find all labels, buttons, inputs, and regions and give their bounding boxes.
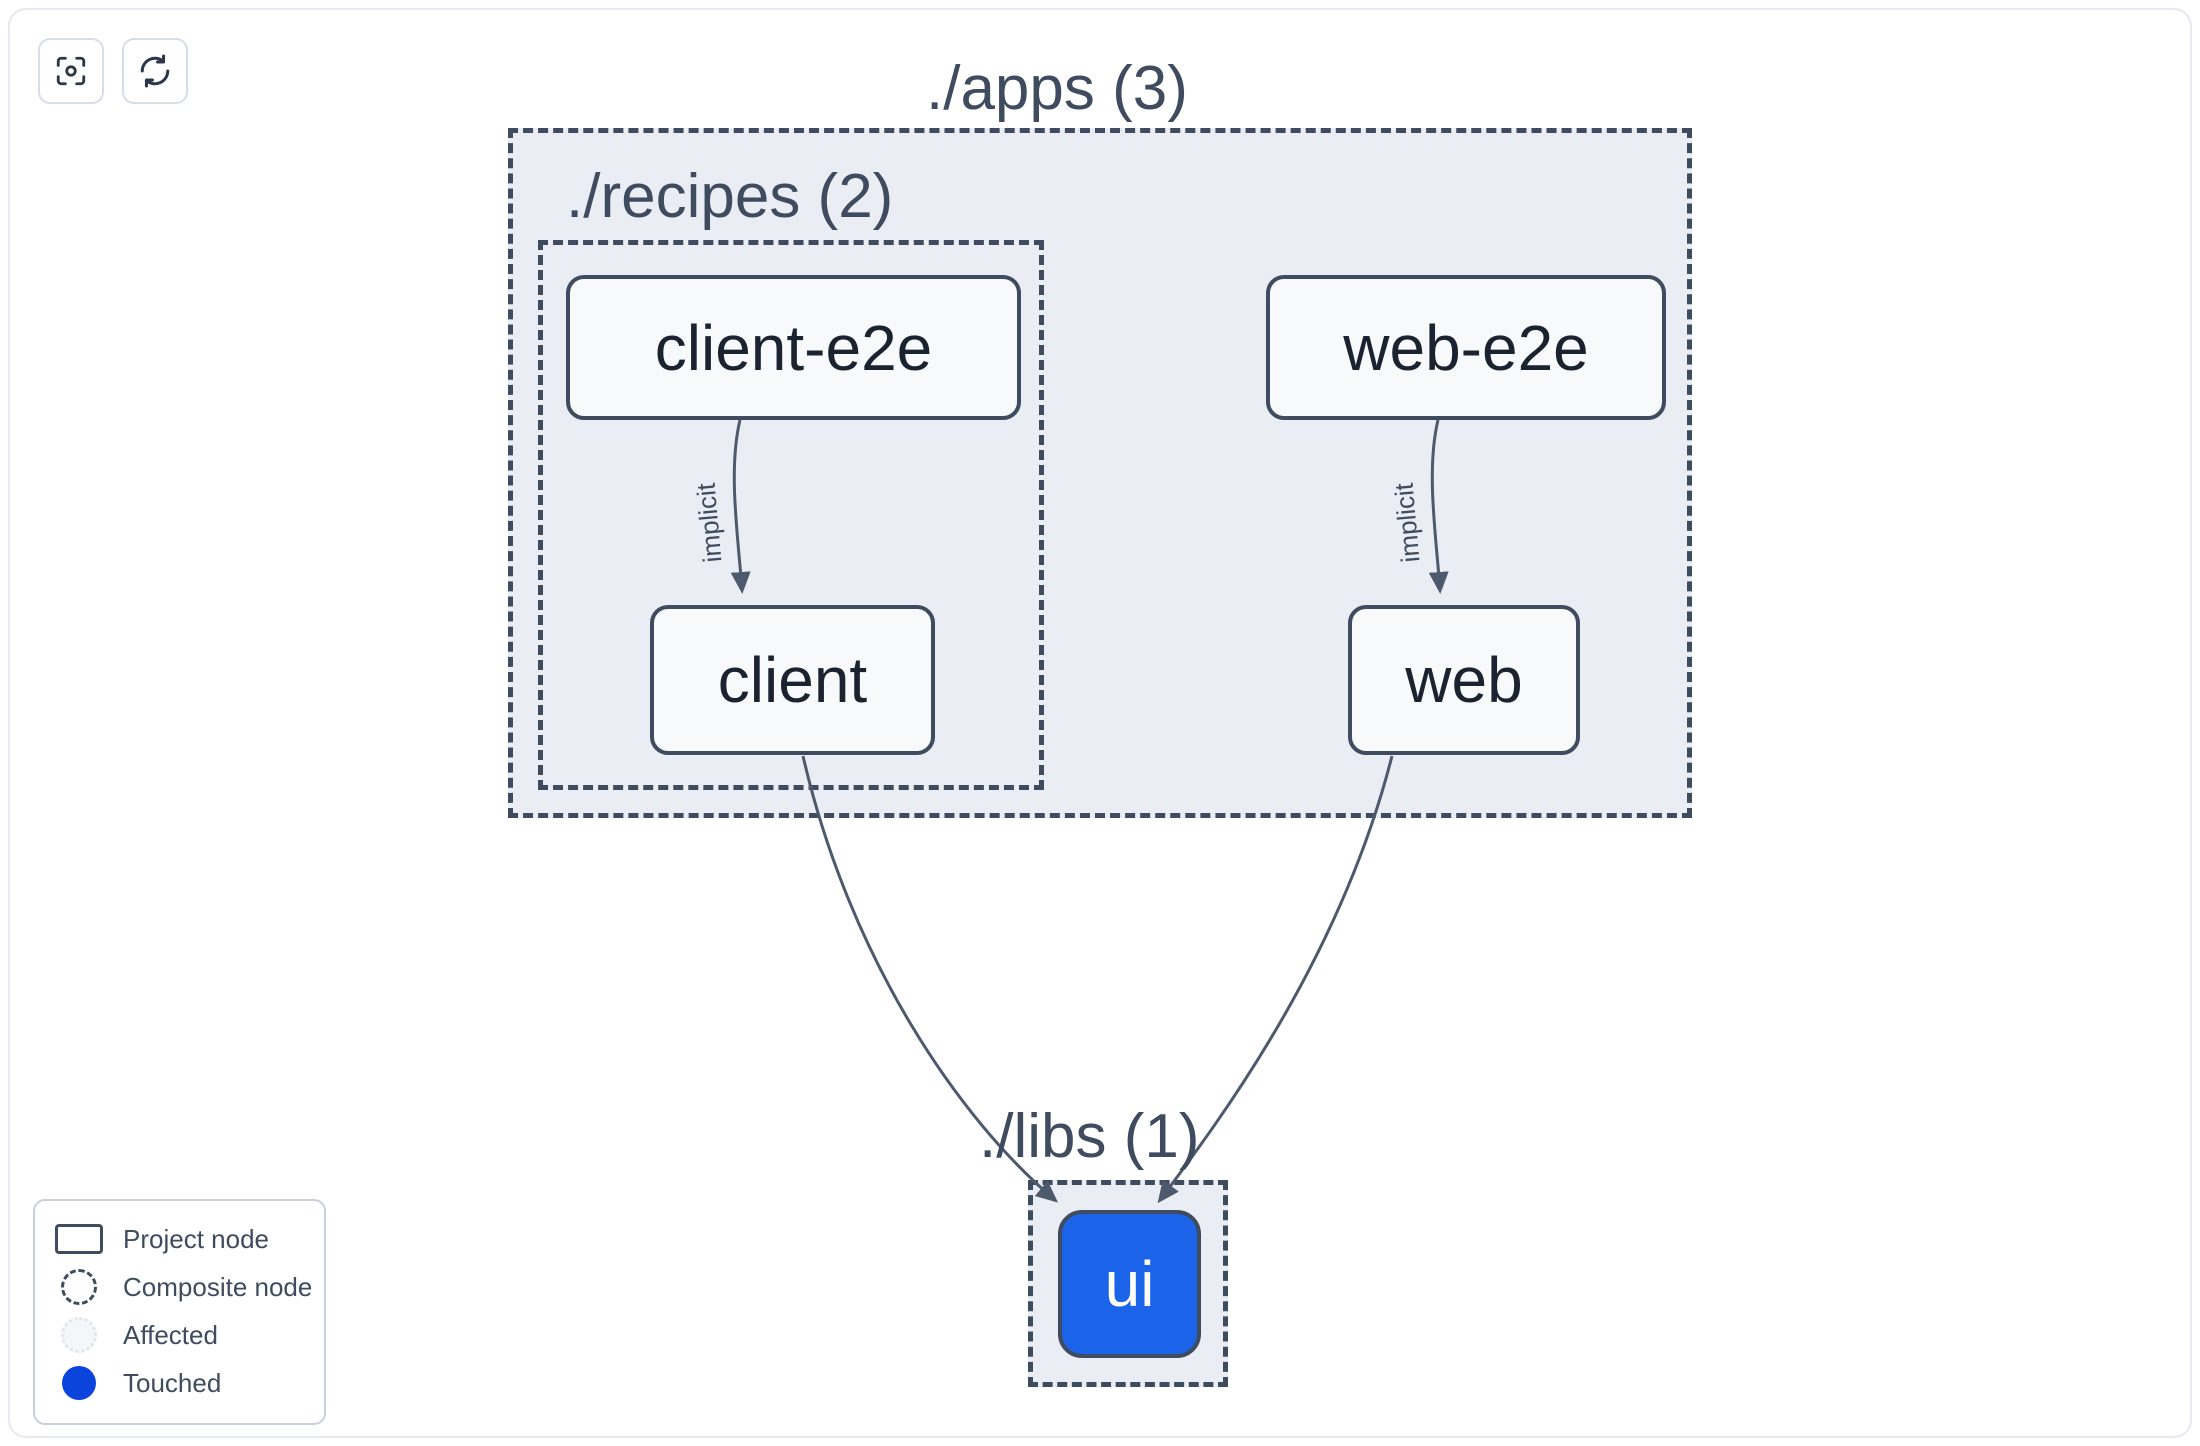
refresh-icon <box>137 53 173 89</box>
graph-toolbar <box>38 38 188 104</box>
legend-item-affected: Affected <box>53 1311 306 1359</box>
legend-label-composite-node: Composite node <box>123 1271 313 1302</box>
composite-label-recipes: ./recipes (2) <box>566 162 894 231</box>
legend-item-composite-node: Composite node <box>53 1263 312 1311</box>
focus-target-icon <box>54 54 88 88</box>
project-node-client[interactable]: client <box>650 605 935 755</box>
project-node-client-e2e[interactable]: client-e2e <box>566 275 1021 420</box>
composite-label-libs: ./libs (1) <box>979 1102 1200 1171</box>
project-node-web[interactable]: web <box>1348 605 1580 755</box>
affected-swatch-icon <box>53 1317 105 1353</box>
legend-label-affected: Affected <box>123 1319 218 1350</box>
touched-swatch-icon <box>53 1366 105 1400</box>
project-node-swatch-icon <box>53 1222 105 1256</box>
project-node-ui[interactable]: ui <box>1058 1210 1201 1358</box>
composite-label-apps: ./apps (3) <box>926 54 1188 123</box>
legend-item-project-node: Project node <box>53 1215 306 1263</box>
legend-label-touched: Touched <box>123 1367 222 1398</box>
composite-node-swatch-icon <box>53 1269 105 1305</box>
project-node-web-e2e[interactable]: web-e2e <box>1266 275 1666 420</box>
legend-item-touched: Touched <box>53 1359 306 1407</box>
refresh-graph-button[interactable] <box>122 38 188 104</box>
focus-graph-button[interactable] <box>38 38 104 104</box>
graph-legend: Project node Composite node Affected Tou… <box>33 1199 326 1425</box>
legend-label-project-node: Project node <box>123 1223 269 1254</box>
